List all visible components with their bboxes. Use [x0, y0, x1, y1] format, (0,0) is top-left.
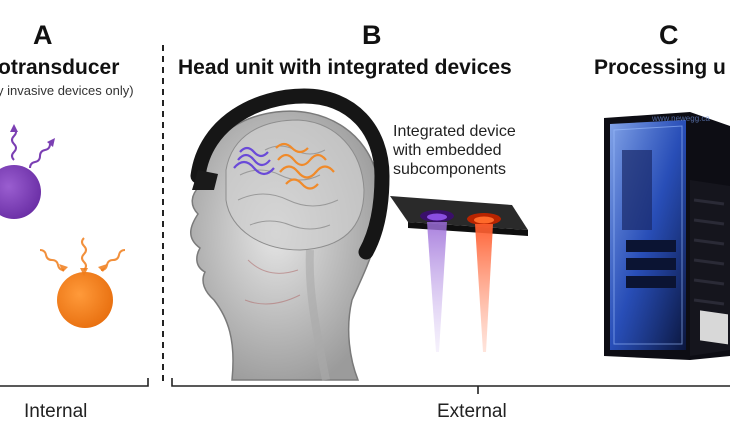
head-illustration: [190, 88, 390, 381]
external-label: External: [437, 401, 507, 422]
purple-beam: [427, 222, 447, 352]
tower-watermark: www.newegg.ca: [652, 114, 710, 123]
orange-transducer: [39, 237, 126, 328]
integrated-device: [390, 196, 528, 352]
purple-transducer: [0, 124, 55, 219]
internal-label: Internal: [24, 401, 88, 422]
orange-beam: [475, 224, 493, 352]
device-caption: Integrated device with embedded subcompo…: [393, 123, 516, 179]
panel-b-title: Head unit with integrated devices: [178, 56, 512, 79]
panel-a-letter: A: [33, 20, 53, 50]
panel-a-subtitle: y invasive devices only): [0, 83, 134, 98]
panel-c-title: Processing u: [594, 56, 726, 79]
internal-bracket: [0, 378, 149, 387]
panel-c-letter: C: [659, 20, 679, 50]
computer-tower: [604, 112, 730, 360]
external-bracket: [171, 378, 730, 387]
panel-a-title: otransducer: [0, 56, 120, 79]
panel-b-letter: B: [362, 20, 382, 50]
